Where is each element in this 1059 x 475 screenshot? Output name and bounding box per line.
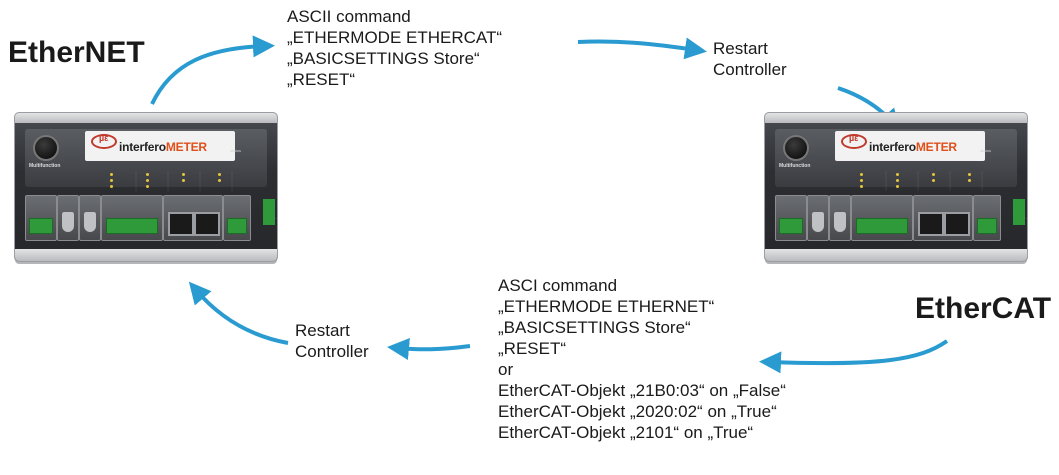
ethercat-label: EtherCAT	[915, 292, 1052, 325]
bottom-command-line: EtherCAT-Objekt „2101“ on „True“	[498, 423, 754, 442]
ethernet-label: EtherNET	[8, 36, 145, 69]
device-rail	[765, 249, 1027, 261]
port-digital-io	[101, 195, 163, 241]
port-rs422	[829, 195, 851, 241]
logo-icon	[841, 134, 867, 149]
port-ethercat	[163, 195, 223, 241]
top-restart-line: Restart	[713, 39, 768, 58]
arrow-ethercat-to-command	[759, 339, 949, 374]
port-power	[223, 195, 251, 241]
top-command-line: „RESET“	[287, 70, 355, 89]
controller-device-ethernet: Multifunction µε interferoMETER status	[15, 113, 277, 261]
brand-suffix: METER	[165, 140, 207, 154]
port-rs422	[79, 195, 101, 241]
led-legend	[855, 171, 985, 191]
port-analog-out	[775, 195, 807, 241]
top-command-line: „ETHERMODE ETHERCAT“	[287, 28, 503, 47]
bottom-command-line: or	[498, 360, 514, 379]
bottom-command-line: „BASICSETTINGS Store“	[498, 318, 691, 337]
top-restart-line: Controller	[713, 60, 787, 79]
bottom-command-line: EtherCAT-Objekt „2020:02“ on „True“	[498, 402, 777, 421]
device-rail	[15, 249, 277, 261]
connector-row	[775, 195, 1017, 243]
device-rail	[765, 113, 1027, 123]
multifunction-knob-icon	[33, 135, 59, 161]
top-command-block: ASCII command „ETHERMODE ETHERCAT“ „BASI…	[287, 6, 502, 90]
arrow-command-to-restart	[577, 37, 707, 60]
led-legend	[105, 171, 235, 191]
brand-suffix: METER	[915, 140, 957, 154]
multifunction-label: Multifunction	[779, 163, 811, 169]
top-restart-block: Restart Controller	[713, 38, 787, 80]
bottom-restart-line: Controller	[295, 342, 369, 361]
bottom-command-line: ASCI command	[498, 276, 618, 295]
device-rail	[15, 113, 277, 123]
arrow-ethernet-to-command	[150, 35, 275, 105]
brand-prefix: interfero	[119, 140, 166, 154]
brand-name: interferoMETER	[869, 140, 957, 154]
brand-prefix: interfero	[869, 140, 916, 154]
status-label: status	[980, 148, 991, 153]
multifunction-knob-icon	[783, 135, 809, 161]
top-command-line: „BASICSETTINGS Store“	[287, 49, 480, 68]
top-command-line: ASCII command	[287, 7, 411, 26]
bottom-restart-block: Restart Controller	[295, 320, 369, 362]
bottom-restart-line: Restart	[295, 321, 350, 340]
arrow-restart-to-ethernet	[188, 281, 289, 345]
arrow-command-to-restart-bottom	[387, 338, 471, 360]
port-encoder	[57, 195, 79, 241]
multifunction-label: Multifunction	[29, 163, 61, 169]
controller-device-ethercat: Multifunction µε interferoMETER status	[765, 113, 1027, 261]
port-ethercat	[913, 195, 973, 241]
bottom-command-line: „ETHERMODE ETHERNET“	[498, 297, 715, 316]
connector-row	[25, 195, 267, 243]
logo-icon	[91, 134, 117, 149]
port-analog-out	[25, 195, 57, 241]
bottom-command-line: EtherCAT-Objekt „21B0:03“ on „False“	[498, 381, 786, 400]
bottom-command-block: ASCI command „ETHERMODE ETHERNET“ „BASIC…	[498, 275, 786, 443]
port-digital-io	[851, 195, 913, 241]
port-encoder	[807, 195, 829, 241]
port-power	[973, 195, 1001, 241]
logo-mark: µε	[849, 133, 859, 143]
status-label: status	[230, 148, 241, 153]
bottom-command-line: „RESET“	[498, 339, 566, 358]
brand-name: interferoMETER	[119, 140, 207, 154]
logo-mark: µε	[99, 133, 109, 143]
